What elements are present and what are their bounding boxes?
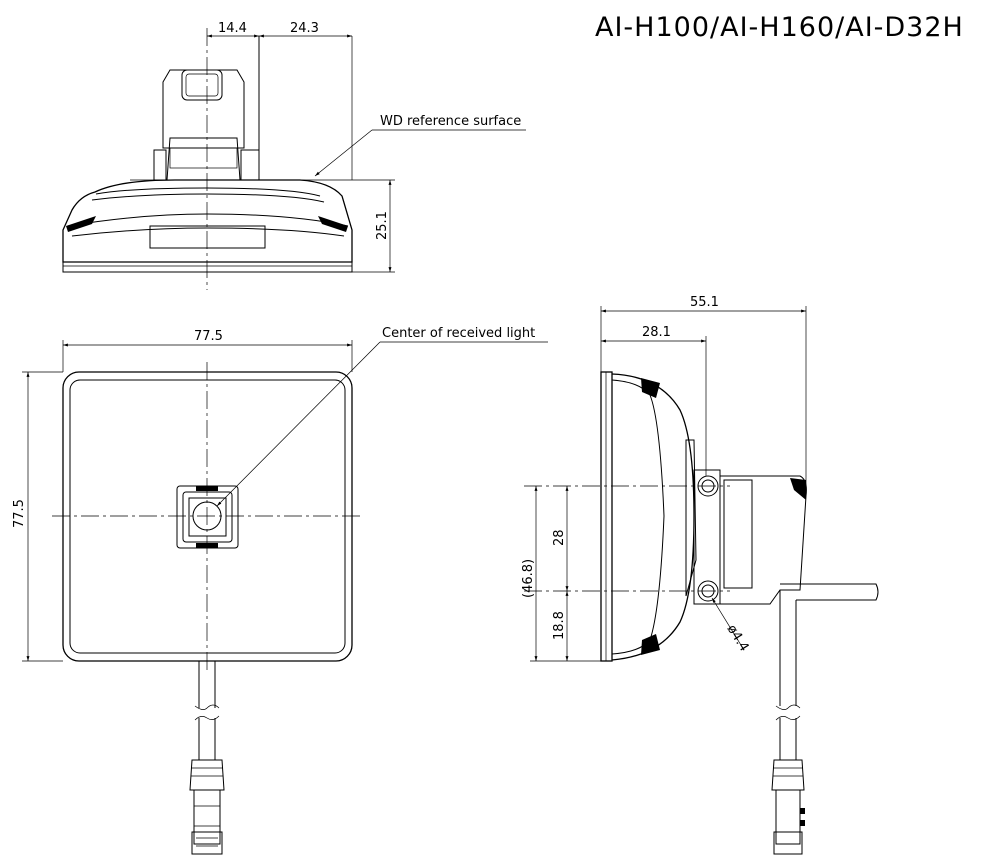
top-dim-left: 14.4 (218, 21, 247, 36)
side-dim-bottom: 18.8 (552, 611, 567, 640)
side-dim-overall: 55.1 (690, 295, 719, 310)
top-view: 14.4 24.3 25.1 WD reference surface (62, 21, 526, 290)
drawing-title: AI-H100/AI-H160/AI-D32H (595, 12, 964, 43)
top-dim-height: 25.1 (375, 211, 390, 240)
top-dim-right: 24.3 (290, 21, 319, 36)
front-dim-width: 77.5 (194, 329, 223, 344)
front-view: 77.5 77.5 Center of received light (12, 326, 548, 855)
side-dim-partial: 28.1 (642, 325, 671, 340)
side-dim-total-height: (46.8) (521, 559, 536, 598)
front-dim-height: 77.5 (12, 499, 27, 528)
side-view: 55.1 28.1 (46.8) 28 18.8 ø4.4 (521, 295, 879, 855)
received-light-callout: Center of received light (382, 326, 535, 341)
wd-reference-callout: WD reference surface (380, 114, 521, 129)
side-dim-hole-pitch: 28 (552, 529, 567, 546)
side-dim-hole: ø4.4 (724, 622, 752, 654)
